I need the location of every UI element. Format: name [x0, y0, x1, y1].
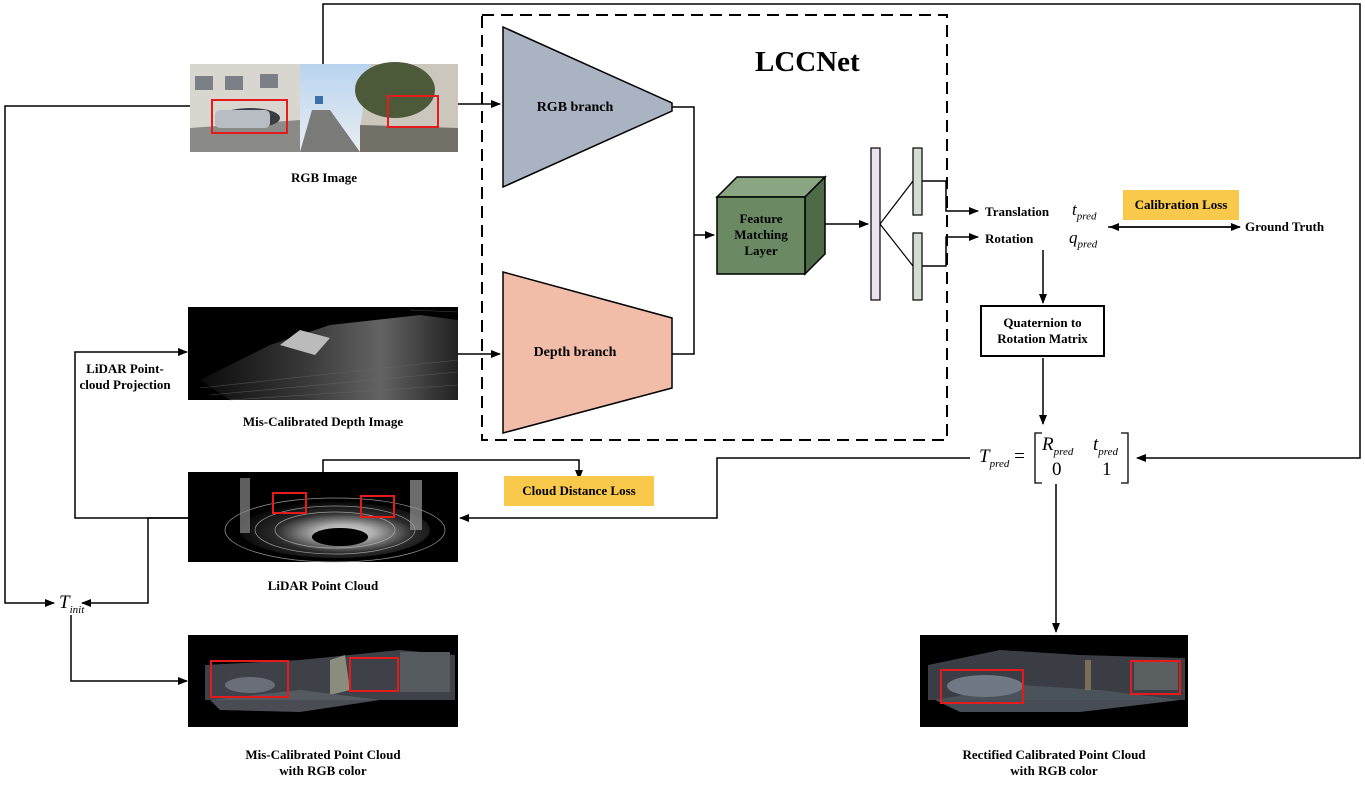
rgb-branch-shape [502, 25, 673, 189]
depth-image-picture [188, 307, 459, 401]
lidar-cloud-caption: LiDAR Point Cloud [267, 578, 379, 593]
feature-label-line1: Feature [739, 211, 783, 226]
depth-image-caption: Mis-Calibrated Depth Image [242, 414, 404, 429]
cloud-distance-loss-tag: Cloud Distance Loss [504, 476, 654, 506]
t-pred-matrix-symbol: Tpred = [979, 446, 1025, 470]
feature-box-front [716, 196, 806, 275]
miscal-caption-line2: with RGB color [279, 763, 367, 778]
matrix-one: 1 [1102, 459, 1112, 480]
miscal-wall-highlight [349, 657, 399, 692]
rgb-image-picture [190, 62, 458, 152]
feature-matching-label: Feature Matching Layer [717, 211, 805, 259]
rectified-cloud-caption: Rectified Calibrated Point Cloud with RG… [920, 747, 1188, 779]
rgb-wall-highlight [387, 95, 439, 128]
matrix-zero: 0 [1052, 459, 1062, 480]
fc-bar-main [870, 147, 881, 301]
lccnet-title: LCCNet [755, 46, 860, 78]
t-pred-symbol: tpred [1072, 200, 1097, 223]
q-pred-symbol: qpred [1069, 228, 1098, 251]
feature-label-line3: Layer [744, 243, 778, 258]
calibration-loss-tag: Calibration Loss [1123, 190, 1239, 220]
quaternion-to-rotation-box: Quaternion to Rotation Matrix [980, 305, 1105, 357]
matrix-r-pred: Rpred [1042, 434, 1074, 458]
projection-label-line2: cloud Projection [79, 377, 171, 392]
rgb-image-caption: RGB Image [290, 170, 358, 185]
fc-bar-translation [912, 147, 923, 216]
rectified-cloud-picture [920, 635, 1188, 727]
lccnet-frame [481, 14, 948, 441]
t-init-symbol: Tinit [59, 592, 85, 616]
rotation-label: Rotation [985, 231, 1034, 246]
miscalibrated-cloud-picture [188, 635, 458, 727]
miscal-cloud-caption: Mis-Calibrated Point Cloud with RGB colo… [188, 747, 458, 779]
quaternion-box-line1: Quaternion to [1003, 315, 1082, 330]
lidar-cloud-picture [188, 472, 458, 563]
rgb-car-highlight [211, 99, 288, 134]
depth-branch-label: Depth branch [533, 345, 617, 360]
ground-truth-label: Ground Truth [1245, 219, 1325, 234]
lidar-wall-highlight [360, 495, 395, 518]
miscal-car-highlight [210, 660, 289, 698]
rect-car-highlight [940, 669, 1024, 704]
depth-branch-shape [502, 271, 673, 434]
rectified-caption-line1: Rectified Calibrated Point Cloud [962, 747, 1146, 762]
rect-wall-highlight [1130, 660, 1181, 695]
rgb-branch-label: RGB branch [536, 100, 614, 115]
matrix-t-pred: tpred [1093, 434, 1119, 458]
translation-label: Translation [985, 204, 1050, 219]
projection-label-line1: LiDAR Point- [86, 361, 164, 376]
feature-label-line2: Matching [734, 227, 788, 242]
projection-label: LiDAR Point- cloud Projection [66, 361, 184, 393]
quaternion-box-line2: Rotation Matrix [997, 331, 1088, 346]
rectified-caption-line2: with RGB color [1010, 763, 1098, 778]
lidar-car-highlight [272, 492, 307, 514]
fc-bar-rotation [912, 232, 923, 301]
miscal-caption-line1: Mis-Calibrated Point Cloud [245, 747, 401, 762]
